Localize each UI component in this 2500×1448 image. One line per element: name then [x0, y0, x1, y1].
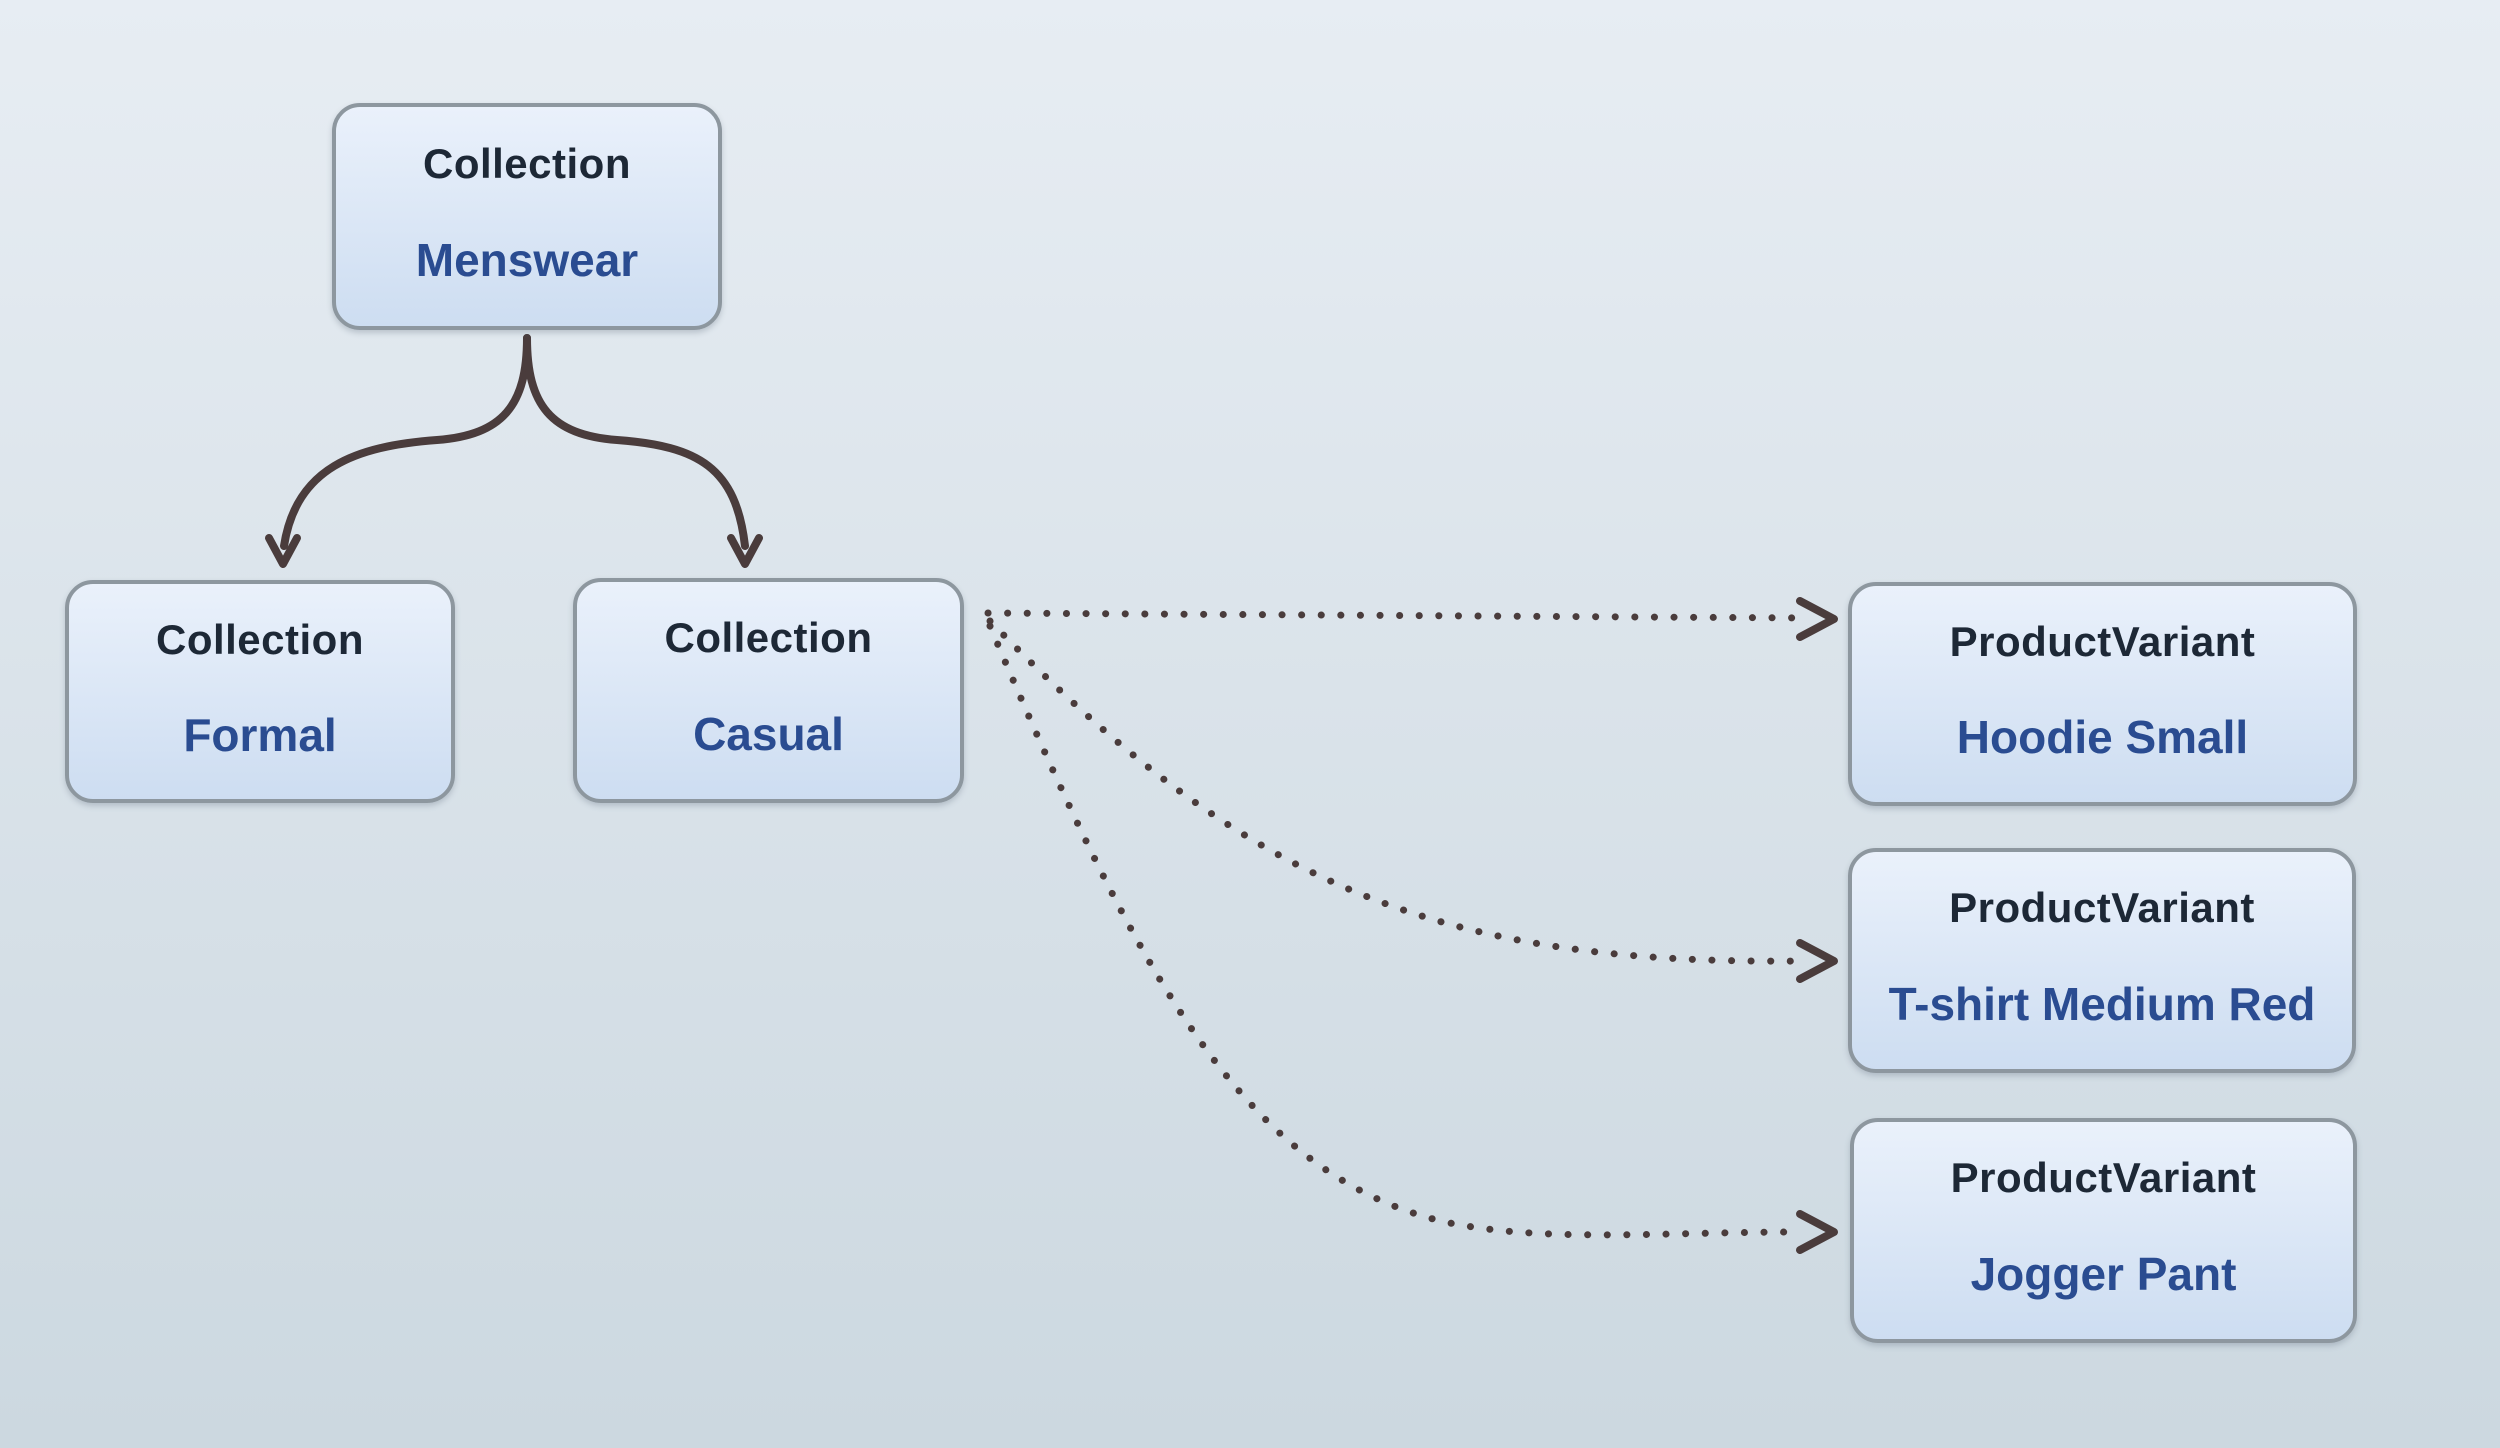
node-collection-formal[interactable]: Collection Formal [65, 580, 455, 803]
arrowhead-casual-tshirt [1796, 939, 1838, 983]
arrowhead-casual-jogger [1796, 1210, 1838, 1254]
node-type-label: ProductVariant [1949, 884, 2255, 932]
node-name-label: T-shirt Medium Red [1888, 977, 2316, 1030]
node-collection-menswear[interactable]: Collection Menswear [332, 103, 722, 330]
node-name-label: Menswear [415, 234, 639, 287]
edge-casual-tshirt [986, 617, 1804, 965]
node-name-label: Casual [693, 707, 844, 760]
node-type-label: Collection [155, 615, 364, 663]
edge-menswear-formal [280, 334, 531, 550]
node-collection-casual[interactable]: Collection Casual [573, 578, 964, 803]
node-name-label: Jogger Pant [1970, 1247, 2237, 1300]
node-type-label: Collection [664, 614, 873, 662]
edge-menswear-casual [523, 334, 749, 550]
edge-casual-hoodie [984, 609, 1810, 622]
node-type-label: ProductVariant [1949, 618, 2256, 666]
arrowhead-casual-hoodie [1796, 597, 1838, 641]
node-productvariant-hoodie-small[interactable]: ProductVariant Hoodie Small [1848, 582, 2357, 806]
node-name-label: Hoodie Small [1956, 711, 2249, 764]
node-name-label: Formal [183, 708, 337, 761]
edge-casual-jogger [986, 622, 1806, 1239]
arrowhead-menswear-formal [265, 534, 301, 568]
arrowhead-menswear-casual [727, 534, 763, 568]
node-type-label: ProductVariant [1950, 1154, 2257, 1202]
node-productvariant-jogger-pant[interactable]: ProductVariant Jogger Pant [1850, 1118, 2357, 1343]
node-type-label: Collection [422, 139, 631, 187]
node-productvariant-tshirt-medium-red[interactable]: ProductVariant T-shirt Medium Red [1848, 848, 2356, 1073]
